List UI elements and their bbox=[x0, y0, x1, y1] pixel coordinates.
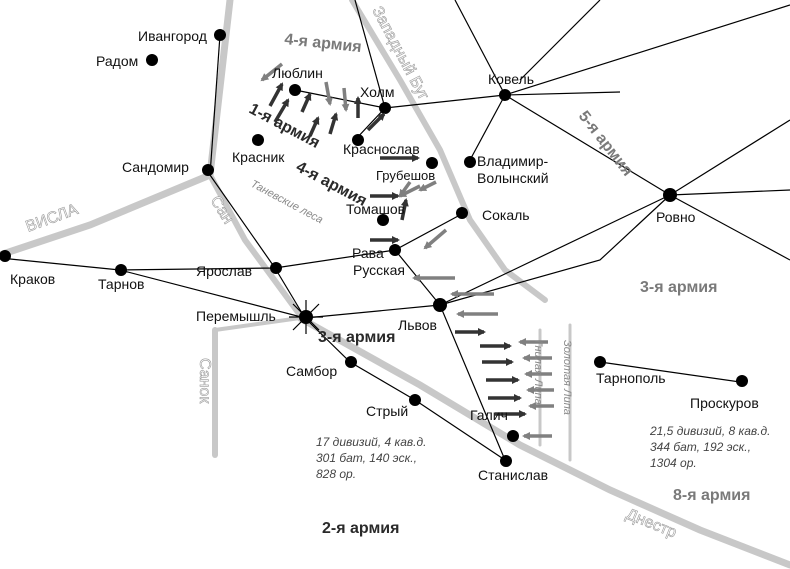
army-4-mid: 4-я армия bbox=[293, 159, 369, 210]
dot-galich bbox=[507, 430, 519, 442]
river-sanok-top bbox=[213, 316, 302, 332]
label-peremyshl: Перемышль bbox=[196, 308, 276, 324]
army-4-top: 4-я армия bbox=[284, 31, 363, 56]
city-labels: Ивангород Радом Люблин Холм Ковель Красн… bbox=[10, 28, 759, 483]
label-tanev-forest: Таневские леса bbox=[249, 178, 325, 226]
army-2: 2-я армия bbox=[322, 520, 399, 537]
label-rovno: Ровно bbox=[656, 209, 696, 225]
dot-rovno bbox=[663, 188, 677, 202]
label-tarnov: Тарнов bbox=[98, 276, 144, 292]
label-grubeshov: Грубешов bbox=[376, 168, 435, 183]
label-sandomir: Сандомир bbox=[122, 159, 189, 175]
arrows-dark bbox=[268, 82, 527, 418]
army-3-east: 3-я армия bbox=[640, 279, 717, 296]
label-sanok: Санок bbox=[196, 358, 213, 404]
dot-yaroslav bbox=[270, 262, 282, 274]
fortress-star-icon bbox=[289, 300, 323, 334]
label-krakov: Краков bbox=[10, 271, 55, 287]
dot-krasnik bbox=[252, 134, 264, 146]
label-yaroslav: Ярослав bbox=[196, 263, 252, 279]
label-stryy: Стрый bbox=[366, 403, 408, 419]
note-austria-3: 828 ор. bbox=[316, 467, 356, 481]
dot-rava bbox=[389, 244, 401, 256]
label-proskurov: Проскуров bbox=[690, 395, 759, 411]
army-5: 5-я армия bbox=[575, 108, 636, 180]
dot-tomashov bbox=[377, 214, 389, 226]
roads bbox=[0, 0, 790, 461]
label-russkaya: Русская bbox=[353, 262, 405, 278]
label-krasnik: Красник bbox=[232, 149, 285, 165]
dot-kovel bbox=[499, 89, 511, 101]
label-gnilaya-lipa: Гнилая Липа bbox=[532, 340, 544, 405]
dot-lublin bbox=[289, 84, 301, 96]
dot-vladimir bbox=[464, 156, 476, 168]
label-kholm: Холм bbox=[360, 84, 394, 100]
dot-ivangorod bbox=[214, 29, 226, 41]
dot-ternopol bbox=[594, 356, 606, 368]
label-sokal: Сокаль bbox=[482, 207, 530, 223]
dot-radom bbox=[146, 54, 158, 66]
arrows-grey bbox=[260, 62, 554, 440]
river-dnestr bbox=[296, 314, 790, 569]
dot-tarnov bbox=[115, 264, 127, 276]
dot-krasnostav bbox=[352, 134, 364, 146]
dot-stanislav bbox=[500, 455, 512, 467]
label-lvov: Львов bbox=[398, 317, 437, 333]
note-austria-1: 17 дивизий, 4 кав.д. bbox=[316, 435, 426, 449]
label-lublin: Люблин bbox=[272, 65, 323, 81]
label-ternopol: Тарнополь bbox=[596, 370, 666, 386]
label-galich: Галич bbox=[470, 407, 508, 423]
dot-lvov bbox=[433, 298, 447, 312]
dot-grubeshov bbox=[426, 157, 438, 169]
dot-krakov bbox=[0, 250, 11, 262]
dot-stryy bbox=[409, 394, 421, 406]
dot-kholm bbox=[379, 102, 391, 114]
army-3-west: 3-я армия bbox=[318, 329, 395, 346]
note-russia-2: 344 бат, 192 эск., bbox=[650, 440, 751, 454]
river-zapadny-bug bbox=[349, 0, 548, 303]
river-san bbox=[207, 172, 303, 318]
label-zolotaya-lipa: Золотая Липа bbox=[561, 340, 573, 415]
river-visla bbox=[0, 0, 234, 259]
label-radom: Радом bbox=[96, 53, 138, 69]
note-russia-1: 21,5 дивизий, 8 кав.д. bbox=[649, 424, 770, 438]
note-russia-3: 1304 ор. bbox=[650, 456, 697, 470]
army-8: 8-я армия bbox=[673, 487, 750, 504]
dot-proskurov bbox=[736, 375, 748, 387]
city-dots bbox=[0, 29, 748, 467]
label-rava: Рава bbox=[352, 245, 384, 261]
note-austria-2: 301 бат, 140 эск., bbox=[316, 451, 417, 465]
label-ivangorod: Ивангород bbox=[138, 28, 207, 44]
label-sambor: Самбор bbox=[286, 363, 337, 379]
dot-sandomir bbox=[202, 164, 214, 176]
label-volynsky: Волынский bbox=[477, 170, 549, 186]
label-krasnostav: Краснослав bbox=[343, 141, 420, 157]
dot-sokal bbox=[456, 207, 468, 219]
label-vladimir: Владимир- bbox=[477, 153, 549, 169]
label-kovel: Ковель bbox=[488, 71, 534, 87]
label-tomashov: Томашов bbox=[346, 201, 405, 217]
label-stanislav: Станислав bbox=[478, 467, 548, 483]
dot-sambor bbox=[345, 356, 357, 368]
force-notes: 17 дивизий, 4 кав.д. 301 бат, 140 эск., … bbox=[316, 424, 770, 481]
